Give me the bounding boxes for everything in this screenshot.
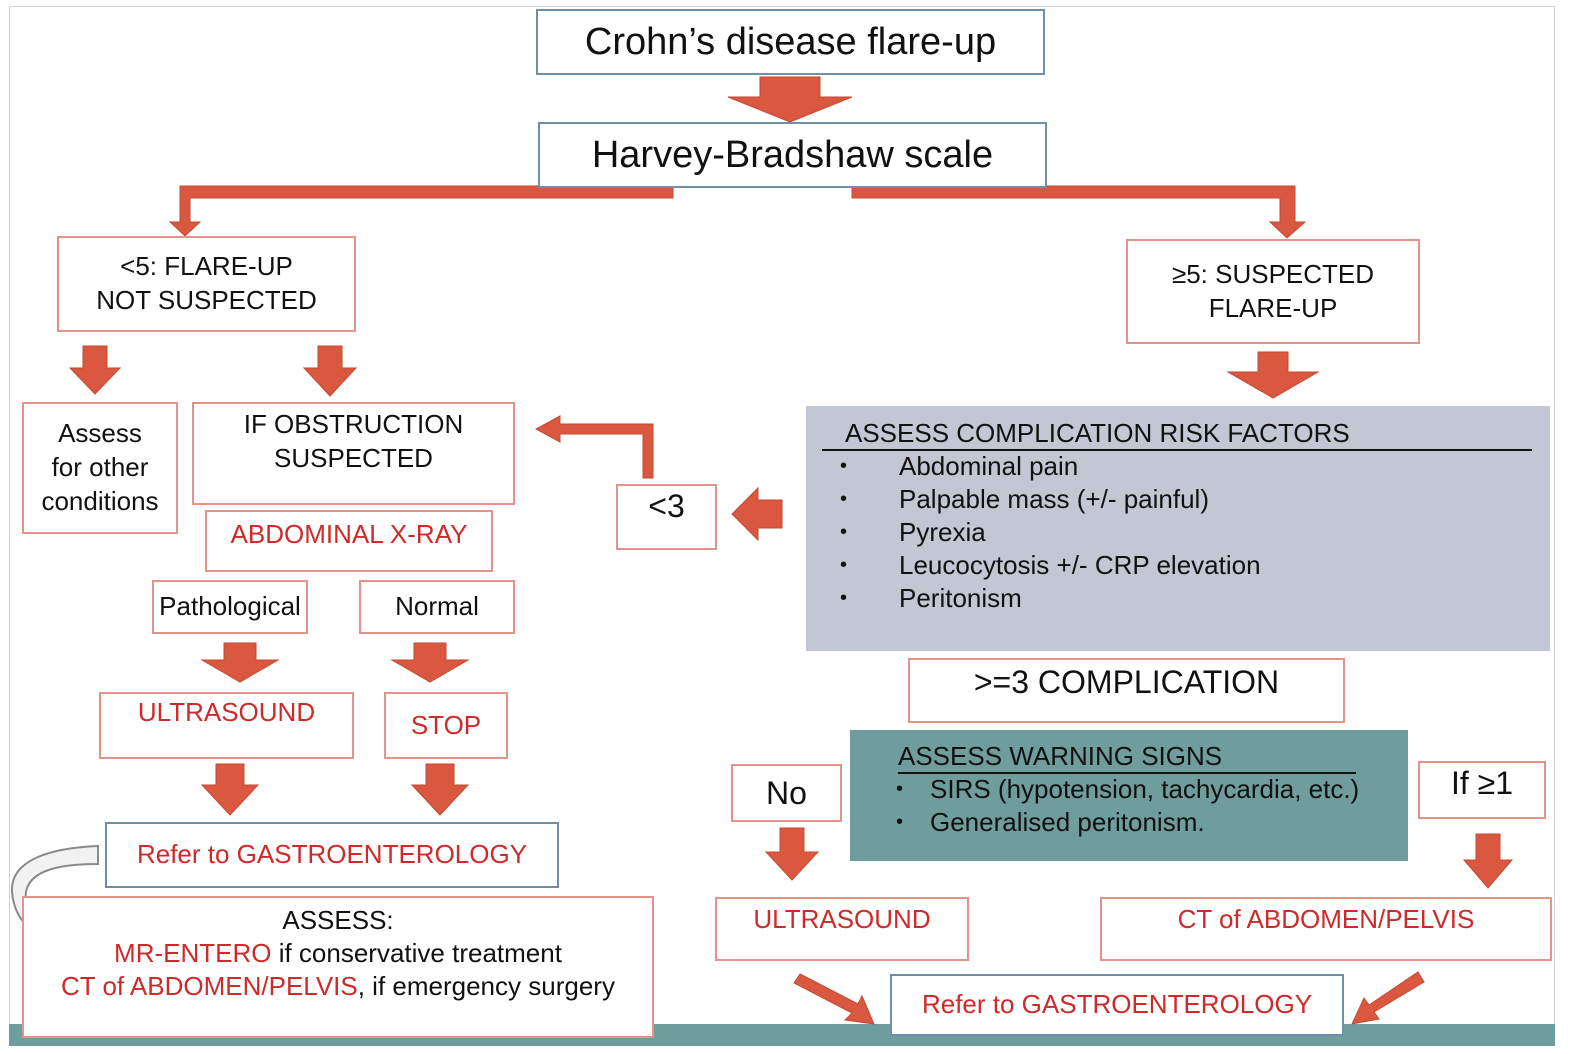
arrow-to-ultrasound-left (200, 642, 280, 683)
obstruction-line2: SUSPECTED (274, 442, 433, 473)
arrow-ifge1-to-ct (1462, 833, 1514, 889)
assess-imaging-mr-line: MR-ENTERO if conservative treatment (114, 937, 562, 970)
arrow-us-to-refer-right (793, 973, 875, 1025)
arrow-title-to-scale (727, 76, 853, 123)
risk-title-underline (822, 449, 1532, 451)
arrow-to-stop (390, 642, 470, 683)
left-header-line2: NOT SUSPECTED (96, 285, 317, 315)
pathological-text: Pathological (159, 591, 301, 622)
warning-title-underline (898, 772, 1356, 774)
if-ge1-text: If ≥1 (1450, 765, 1514, 801)
right-header-line2: FLARE-UP (1208, 292, 1338, 323)
ct-left-text: CT of ABDOMEN/PELVIS (61, 971, 358, 1002)
lt3-text: <3 (648, 488, 685, 524)
warning-signs-panel (850, 730, 1408, 861)
ultrasound-right-box: ULTRASOUND (715, 897, 969, 961)
left-header-box: <5: FLARE-UP NOT SUSPECTED (57, 236, 356, 332)
assess-imaging-title: ASSESS: (282, 905, 394, 935)
right-header-line1: ≥5: SUSPECTED (1171, 258, 1375, 289)
mr-entero-text: MR-ENTERO (114, 938, 272, 969)
ultrasound-right-text: ULTRASOUND (753, 904, 931, 934)
refer-left-text: Refer to GASTROENTEROLOGY (136, 839, 528, 870)
no-box: No (731, 764, 842, 822)
ge3-text: >=3 COMPLICATION (973, 664, 1280, 700)
arrow-ct-to-refer-right (1351, 971, 1425, 1025)
pathological-box: Pathological (152, 580, 308, 634)
arrow-risk-to-lt3 (731, 486, 783, 542)
arrow-to-risk-panel (1226, 351, 1320, 399)
stop-box: STOP (384, 692, 508, 759)
arrow-branch-left (168, 185, 674, 237)
ultrasound-left-text: ULTRASOUND (137, 697, 316, 727)
assess-other-line1: Assess (58, 418, 142, 449)
xray-box: ABDOMINAL X-RAY (205, 510, 493, 572)
xray-text: ABDOMINAL X-RAY (230, 519, 468, 549)
arrow-to-assess-other (68, 345, 122, 395)
ultrasound-left-box: ULTRASOUND (99, 692, 354, 759)
left-header-line1: <5: FLARE-UP (120, 251, 293, 282)
title-text: Crohn’s disease flare-up (584, 20, 997, 63)
assess-other-line3: conditions (41, 485, 159, 516)
assess-imaging-box: ASSESS: MR-ENTERO if conservative treatm… (22, 896, 654, 1038)
refer-right-box: Refer to GASTROENTEROLOGY (890, 974, 1344, 1036)
mr-entero-rest: if conservative treatment (271, 938, 562, 969)
arrow-ultrasound-to-refer (200, 763, 260, 816)
arrow-to-obstruction (302, 345, 358, 397)
stop-text: STOP (410, 709, 482, 740)
assess-imaging-ct-line: CT of ABDOMEN/PELVIS, if emergency surge… (61, 970, 615, 1003)
ge3-box: >=3 COMPLICATION (908, 658, 1345, 723)
ct-left-rest: , if emergency surgery (357, 971, 615, 1002)
risk-title: ASSESS COMPLICATION RISK FACTORS (845, 418, 1350, 448)
ct-right-box: CT of ABDOMEN/PELVIS (1100, 897, 1552, 961)
title-box: Crohn’s disease flare-up (536, 9, 1045, 75)
obstruction-box: IF OBSTRUCTION SUSPECTED (192, 402, 515, 505)
risk-factors-panel (806, 406, 1550, 651)
normal-text: Normal (395, 591, 479, 622)
arrow-branch-right (851, 185, 1307, 239)
refer-right-text: Refer to GASTROENTEROLOGY (921, 989, 1313, 1020)
scale-box: Harvey-Bradshaw scale (538, 122, 1047, 188)
right-header-box: ≥5: SUSPECTED FLARE-UP (1126, 239, 1420, 344)
scale-text: Harvey-Bradshaw scale (591, 133, 994, 176)
arrow-lt3-to-obstruction (534, 415, 654, 479)
normal-box: Normal (359, 580, 515, 634)
warning-title: ASSESS WARNING SIGNS (898, 741, 1223, 771)
arrow-stop-to-refer (410, 763, 470, 816)
no-text: No (766, 774, 807, 811)
ct-right-text: CT of ABDOMEN/PELVIS (1177, 904, 1475, 934)
obstruction-line1: IF OBSTRUCTION (243, 409, 464, 439)
arrow-no-to-ultrasound (764, 827, 820, 881)
refer-left-box: Refer to GASTROENTEROLOGY (105, 822, 559, 888)
lt3-box: <3 (616, 484, 717, 550)
assess-other-box: Assess for other conditions (22, 402, 178, 534)
if-ge1-box: If ≥1 (1418, 761, 1546, 819)
assess-other-line2: for other (51, 452, 149, 483)
